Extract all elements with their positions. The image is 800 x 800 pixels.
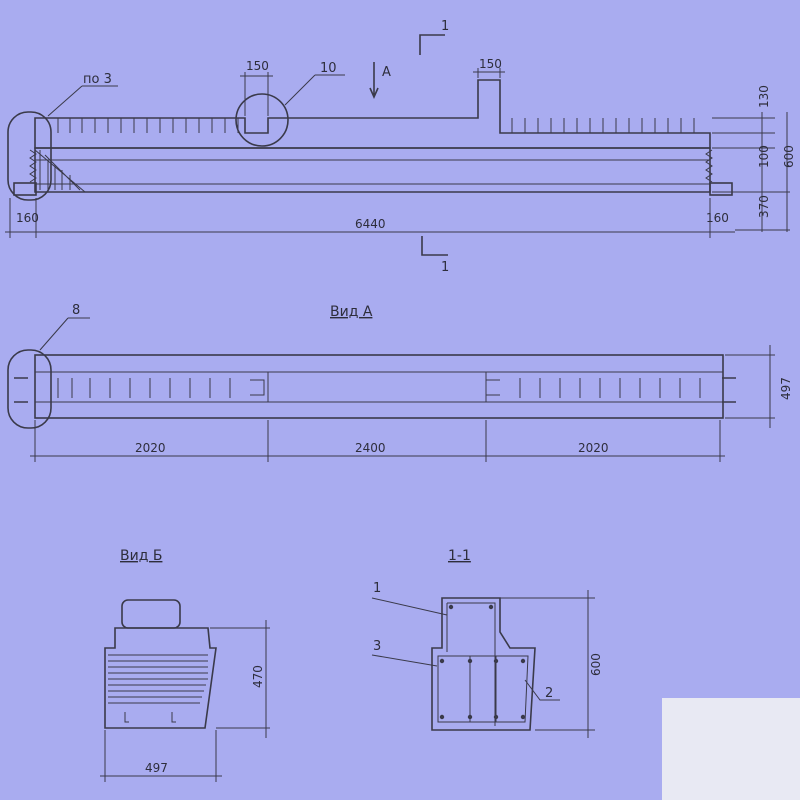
dim-end-right-text: 160 xyxy=(706,211,729,225)
section-mark-top-label: 1 xyxy=(441,19,449,34)
callout-pos10-label: 10 xyxy=(320,61,337,76)
view-a-stirrups-right xyxy=(485,378,701,398)
pos3-leader xyxy=(47,85,83,117)
view-b-width-dim xyxy=(100,730,222,782)
view-b-body xyxy=(104,627,217,729)
view-b-top-block xyxy=(121,599,181,629)
callout-3-leader xyxy=(371,654,438,667)
view-b-height-dim xyxy=(210,620,270,738)
view-a: Вид А 8 2020 2400 2020 497 xyxy=(7,303,793,462)
beam-elevation: 1 1 по 3 10 А xyxy=(5,19,796,275)
view-a-anchor-bars xyxy=(14,377,736,403)
dim-h370-text: 370 xyxy=(757,195,771,218)
callout-2-label: 2 xyxy=(545,686,553,701)
callout-8-label: 8 xyxy=(72,303,80,318)
stirrups-right xyxy=(511,118,695,133)
dim-right-lines xyxy=(712,112,790,232)
view-a-dim-line xyxy=(30,420,725,462)
paper-patch xyxy=(662,698,800,800)
dim-h130-text: 130 xyxy=(757,85,771,108)
dim-seg1-text: 2020 xyxy=(135,441,166,455)
dim-h100-text: 100 xyxy=(757,145,771,168)
dim-seg2-text: 2400 xyxy=(355,441,386,455)
callout-1-leader xyxy=(371,597,448,616)
end-plate-right xyxy=(709,182,733,196)
zigzag-left xyxy=(29,149,37,183)
section-mark-bottom xyxy=(421,236,448,256)
section-1-1: 1-1 1 3 2 600 xyxy=(371,548,603,738)
view-b-title: Вид Б xyxy=(120,548,162,564)
dim-h600-text: 600 xyxy=(782,145,796,168)
view-b-height-text: 470 xyxy=(251,665,265,688)
view-a-arrow-label: А xyxy=(382,65,391,80)
dim-150-right-text: 150 xyxy=(479,57,502,71)
callout-3-label: 3 xyxy=(373,639,381,654)
view-a-title: Вид А xyxy=(330,304,373,320)
section-title: 1-1 xyxy=(448,548,471,564)
view-a-width-dim xyxy=(725,345,775,428)
pos10-leader xyxy=(284,74,316,106)
dim-end-left-text: 160 xyxy=(16,211,39,225)
callout-2-leader xyxy=(524,679,560,701)
end-anchor-hatch xyxy=(34,149,86,193)
beam-body xyxy=(34,147,711,193)
dim-150-right xyxy=(473,68,505,78)
dim-150-left xyxy=(240,72,273,116)
callout-pos3-label: по 3 xyxy=(83,72,112,87)
section-mark-top xyxy=(419,34,445,55)
section-bars xyxy=(439,604,526,720)
section-mark-bottom-label: 1 xyxy=(441,260,449,275)
section-outline xyxy=(431,597,536,731)
callout-1-label: 1 xyxy=(373,581,381,596)
view-b: Вид Б 470 497 xyxy=(100,548,270,782)
section-height-dim xyxy=(500,590,595,738)
callout-pos3-ellipse xyxy=(7,111,52,201)
dim-length-line xyxy=(5,198,735,238)
view-a-arrow xyxy=(369,62,379,99)
dim-width-text: 497 xyxy=(779,377,793,400)
section-height-text: 600 xyxy=(589,653,603,676)
view-a-outline xyxy=(34,354,724,419)
stirrups-left xyxy=(57,118,239,133)
dim-seg3-text: 2020 xyxy=(578,441,609,455)
callout-8-leader xyxy=(39,317,69,351)
dim-150-left-text: 150 xyxy=(246,59,269,73)
view-b-width-text: 497 xyxy=(145,761,168,775)
view-b-hatch xyxy=(108,654,208,704)
section-rebar-cage xyxy=(437,602,529,726)
dim-length-text: 6440 xyxy=(355,217,386,231)
beam-upper-outline xyxy=(34,79,711,149)
view-b-anchors xyxy=(124,712,176,723)
view-a-stirrups-left xyxy=(57,378,265,398)
zigzag-right xyxy=(705,149,713,183)
end-plate-left xyxy=(13,182,37,196)
callout-pos10-circle xyxy=(235,93,289,147)
callout-8-ellipse xyxy=(7,349,52,429)
